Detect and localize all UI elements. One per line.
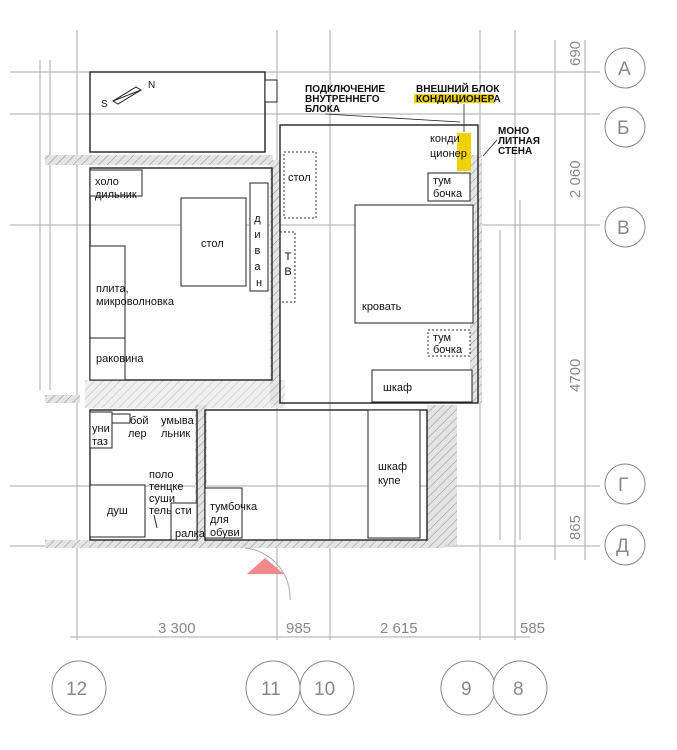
axis-d: Д <box>616 536 629 557</box>
axis-9: 9 <box>461 679 472 700</box>
air-conditioner <box>457 133 471 171</box>
svg-text:д и в а: д и в а н <box>254 213 263 289</box>
axis-columns: 12 11 10 9 8 <box>51 660 548 716</box>
axis-g: Г <box>618 475 628 496</box>
dim-2060: 2 060 <box>567 160 584 198</box>
compass-n: N <box>148 80 155 91</box>
dimensions-bottom: 3 300 985 2 615 585 <box>70 620 545 638</box>
fridge <box>89 169 143 197</box>
dimensions-right: 690 2 060 4700 865 <box>567 40 586 560</box>
axis-8: 8 <box>513 679 524 700</box>
svg-text:тумбочка: тумбочка <box>433 332 463 356</box>
toilet <box>89 411 113 449</box>
axis-rows: А Б В Г Д <box>604 47 646 566</box>
svg-text:шкаф: шкаф <box>383 382 412 394</box>
axis-12: 12 <box>66 679 87 700</box>
svg-text:кровать: кровать <box>362 301 402 313</box>
entrance-arrow <box>247 558 284 574</box>
sofa <box>249 182 269 292</box>
axis-v: В <box>617 218 630 239</box>
compass-s: S <box>101 99 108 110</box>
dim-2615: 2 615 <box>380 620 418 637</box>
dim-865: 865 <box>567 515 584 540</box>
dim-585: 585 <box>520 620 545 637</box>
svg-text:раковина: раковина <box>96 353 144 365</box>
bed <box>354 204 474 324</box>
svg-text:душ: душ <box>107 505 128 517</box>
svg-text:тумбочка: тумбочка <box>433 175 463 200</box>
nightstand-bottom <box>427 329 471 357</box>
washing-machine <box>170 502 198 541</box>
axis-b: Б <box>617 118 629 139</box>
svg-text:ТВ: ТВ <box>284 251 291 278</box>
dim-4700: 4700 <box>567 359 584 392</box>
boiler-marker <box>111 413 131 424</box>
tv <box>279 231 296 303</box>
svg-text:плита,микроволновка: плита,микроволновка <box>96 283 175 308</box>
axis-10: 10 <box>314 679 335 700</box>
shower <box>89 484 146 538</box>
axis-a: А <box>618 59 631 80</box>
compass: N S <box>101 80 155 110</box>
bedroom-table <box>283 151 317 219</box>
svg-text:стол: стол <box>201 238 224 250</box>
nightstand-top <box>427 172 471 202</box>
coupe-wardrobe <box>367 409 421 539</box>
dim-3300: 3 300 <box>158 620 196 637</box>
axis-11: 11 <box>261 679 281 700</box>
bedroom-wardrobe <box>371 369 473 403</box>
stove <box>89 245 126 339</box>
dim-985: 985 <box>286 620 311 637</box>
walls <box>45 155 482 548</box>
kitchen-table <box>180 197 247 287</box>
balcony <box>89 71 278 153</box>
dim-690: 690 <box>567 41 584 66</box>
kitchen-sink <box>89 337 126 381</box>
svg-text:поло тенцке суши: поло тенцке суши тель <box>149 469 187 517</box>
svg-text:стол: стол <box>288 172 311 184</box>
shoe-cabinet <box>204 487 243 539</box>
